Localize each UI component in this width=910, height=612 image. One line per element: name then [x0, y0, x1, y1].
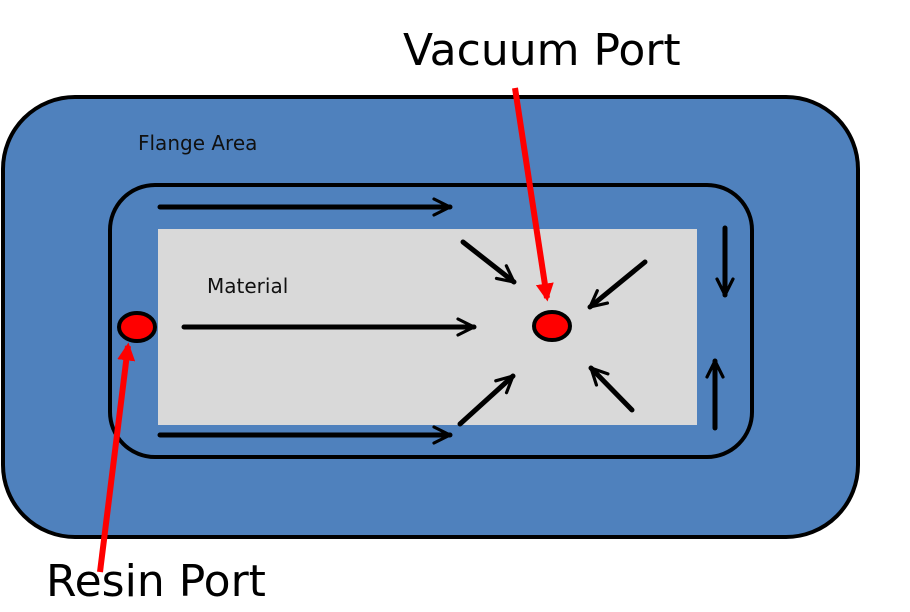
vacuum-port-pointer — [512, 87, 554, 302]
vacuum-port-label: Vacuum Port — [403, 25, 681, 76]
resin-port-marker — [117, 311, 157, 343]
flow-arrow-diag-lower-right — [588, 365, 635, 413]
vacuum-port-marker — [532, 310, 572, 342]
vacuum-bag-seal — [108, 183, 754, 459]
resin-port-label: Resin Port — [46, 556, 266, 607]
resin-port-pointer — [97, 342, 136, 573]
flange-area-label: Flange Area — [138, 131, 257, 155]
flow-arrow-diag-upper-right — [587, 259, 648, 310]
flow-arrow-diag-upper-left — [460, 239, 517, 285]
flow-arrow-diag-lower-left — [457, 373, 516, 427]
material-label: Material — [207, 274, 288, 298]
